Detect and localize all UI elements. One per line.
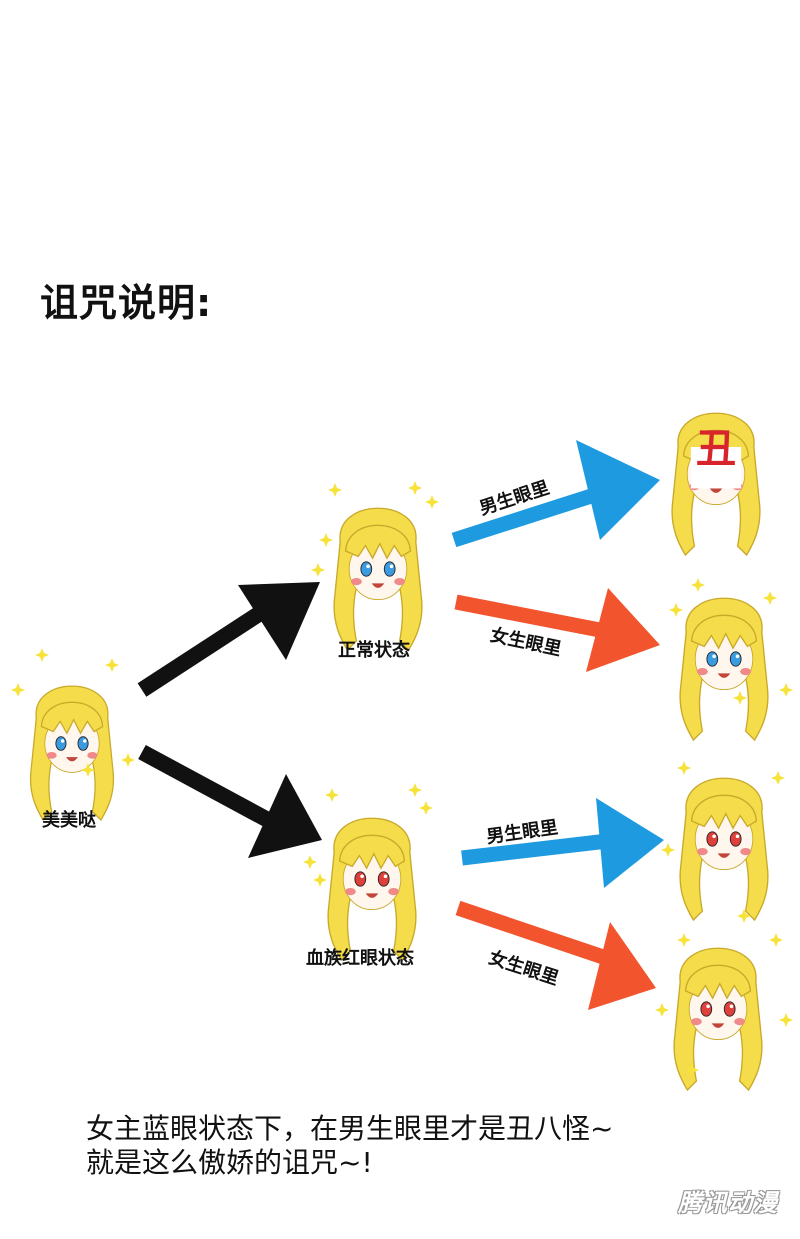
character-root [29, 685, 115, 821]
root-label: 美美哒 [42, 810, 96, 831]
character-normal-female-view [679, 597, 769, 741]
watermark-logo: 腾讯动漫 [678, 1189, 778, 1217]
page-title: 诅咒说明: [40, 281, 213, 325]
arrow-normal-female [454, 588, 660, 672]
character-red-female-view [673, 947, 763, 1091]
caption-line-1: 女主蓝眼状态下，在男生眼里才是丑八怪~ [86, 1112, 614, 1145]
character-ugly [671, 412, 761, 556]
arrow-to-normal [137, 582, 320, 697]
character-red-male-view [679, 777, 769, 921]
arrow-to-red [138, 744, 322, 858]
character-red [327, 817, 417, 961]
caption-line-2: 就是这么傲娇的诅咒~! [86, 1146, 373, 1179]
red-state-label: 血族红眼状态 [306, 948, 414, 969]
arrow-normal-male [451, 440, 660, 548]
arrow-red-female [455, 900, 656, 1010]
ugly-mark: 丑 [696, 426, 736, 472]
caption: 女主蓝眼状态下，在男生眼里才是丑八怪~ 就是这么傲娇的诅咒~! [86, 1112, 613, 1180]
character-normal [333, 507, 423, 651]
normal-state-label: 正常状态 [338, 640, 410, 661]
arrow-red-male [461, 798, 664, 888]
